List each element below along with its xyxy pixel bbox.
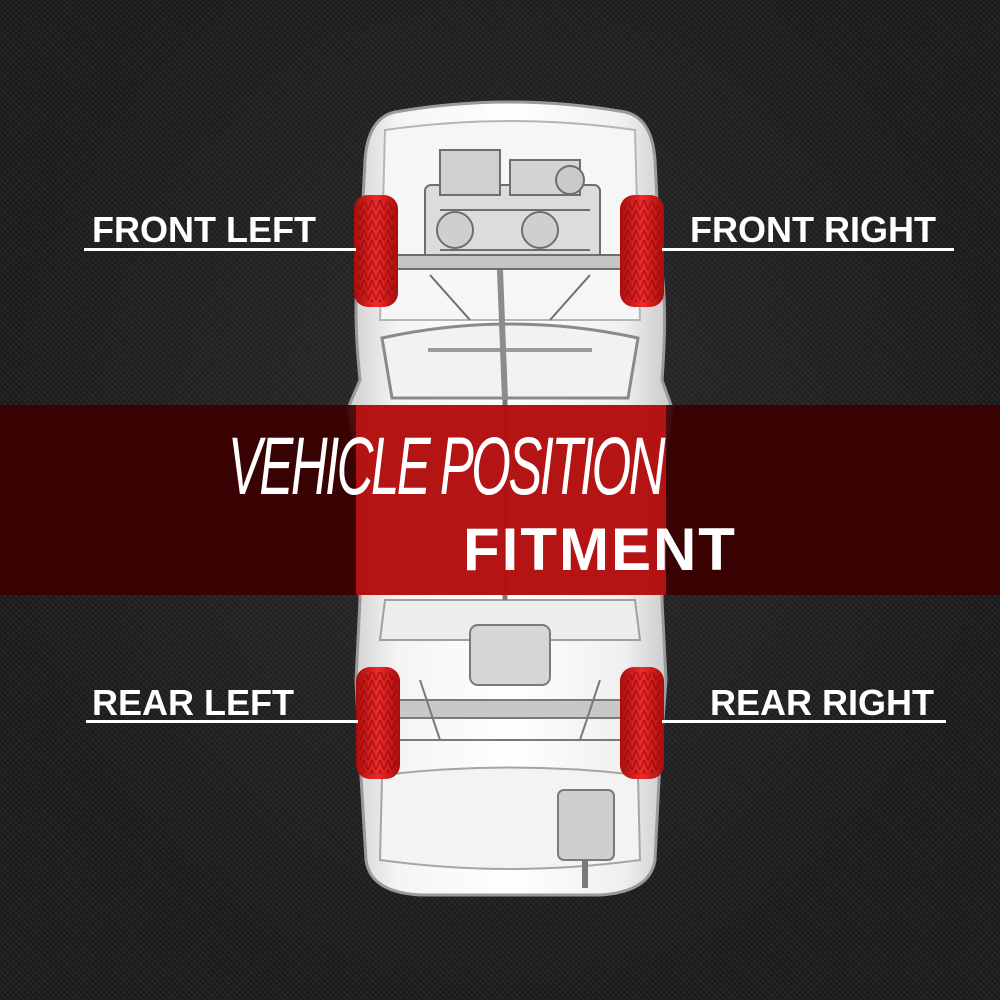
rear-left-leader-line: [86, 720, 358, 723]
title-banner-highlight: [356, 405, 666, 595]
rear-right-tire: [620, 667, 664, 779]
rear-right-label: REAR RIGHT: [710, 682, 934, 723]
rear-left-tire: [356, 667, 400, 779]
title-line-1: VEHICLE POSITION: [228, 421, 665, 512]
front-right-tire: [620, 195, 664, 307]
front-right-leader-line: [662, 248, 954, 251]
front-right-label: FRONT RIGHT: [690, 209, 936, 250]
rear-left-label: REAR LEFT: [92, 682, 294, 723]
title-line-2: FITMENT: [463, 516, 737, 583]
front-left-label: FRONT LEFT: [92, 209, 316, 250]
front-left-leader-line: [84, 248, 356, 251]
chassis-illustration: [380, 400, 640, 888]
rear-right-leader-line: [662, 720, 946, 723]
front-left-tire: [354, 195, 398, 307]
